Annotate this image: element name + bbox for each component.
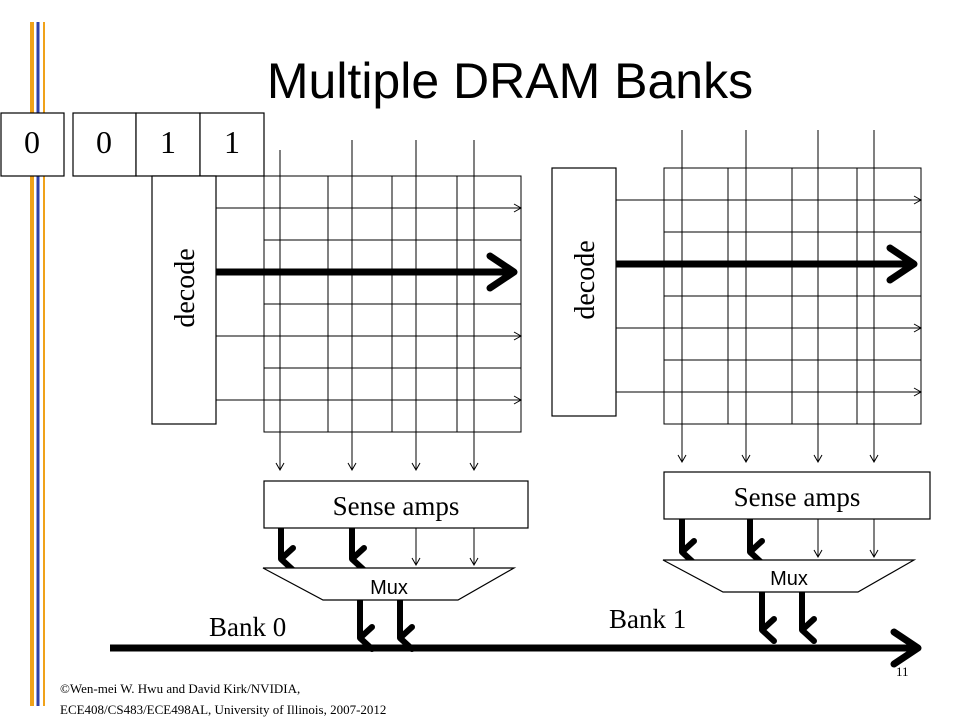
footer-line-1: ©Wen-mei W. Hwu and David Kirk/NVIDIA,: [60, 681, 301, 696]
address-bit-box: [0, 112, 65, 177]
bit-lines: [677, 130, 879, 464]
address-bit-box: [199, 112, 265, 177]
address-bit: 0: [24, 124, 40, 160]
sense-amps-box: [263, 480, 529, 529]
word-lines: [616, 195, 923, 397]
address-bit: 0: [96, 124, 112, 160]
memory-array: [663, 167, 922, 425]
address-bit-box: [135, 112, 201, 177]
decode-label: decode: [570, 240, 601, 319]
decode-label: decode: [170, 248, 201, 327]
address-bits: 0 0 1 1: [0, 112, 265, 177]
mux-label: Mux: [770, 568, 808, 590]
bank-1: decode S: [551, 130, 931, 644]
address-bit: 1: [224, 124, 240, 160]
mux-shape: [662, 559, 917, 593]
page-number: 11: [896, 664, 909, 679]
slide-title: Multiple DRAM Banks: [266, 53, 754, 109]
bank-label: Bank 1: [609, 604, 686, 634]
sense-amps-label: Sense amps: [333, 491, 460, 521]
sense-amps-label: Sense amps: [734, 482, 861, 512]
bank-0: decode: [151, 140, 529, 652]
bank-label: Bank 0: [209, 612, 286, 642]
footer-line-2: ECE408/CS483/ECE498AL, University of Ill…: [60, 702, 387, 717]
memory-array: [263, 175, 522, 433]
address-bit: 1: [160, 124, 176, 160]
mux-label: Mux: [370, 577, 408, 599]
decode-box: [151, 175, 217, 425]
bit-lines: [275, 140, 479, 472]
decode-box: [551, 167, 617, 417]
mux-shape: [262, 567, 517, 601]
sense-amps-box: [663, 471, 931, 520]
word-lines: [216, 203, 523, 405]
footer-credit: ©Wen-mei W. Hwu and David Kirk/NVIDIA, E…: [60, 678, 386, 720]
